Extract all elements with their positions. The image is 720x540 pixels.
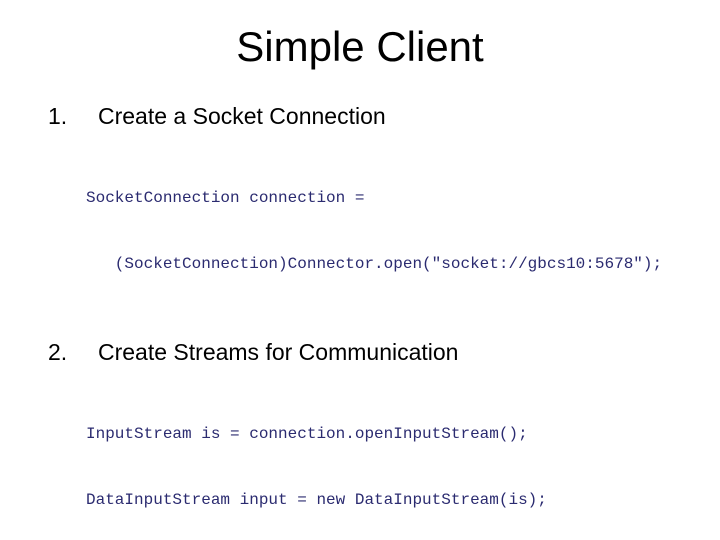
code-block: SocketConnection connection = (SocketCon…	[86, 143, 720, 319]
code-line: InputStream is = connection.openInputStr…	[86, 425, 528, 443]
slide-title: Simple Client	[236, 23, 484, 70]
list-item-1: 1. Create a Socket Connection SocketConn…	[0, 104, 720, 319]
list-item-2: 2. Create Streams for Communication Inpu…	[0, 340, 720, 540]
item-heading: Create a Socket Connection	[98, 103, 386, 129]
item-heading-row: 1. Create a Socket Connection	[0, 104, 720, 128]
code-line: SocketConnection connection =	[86, 189, 365, 207]
code-line: (SocketConnection)Connector.open("socket…	[86, 255, 663, 273]
item-number: 1.	[48, 103, 68, 129]
item-heading-row: 2. Create Streams for Communication	[0, 340, 720, 364]
item-heading: Create Streams for Communication	[98, 339, 459, 365]
code-line: DataInputStream input = new DataInputStr…	[86, 491, 547, 509]
item-number: 2.	[48, 339, 68, 365]
code-block: InputStream is = connection.openInputStr…	[86, 379, 720, 540]
